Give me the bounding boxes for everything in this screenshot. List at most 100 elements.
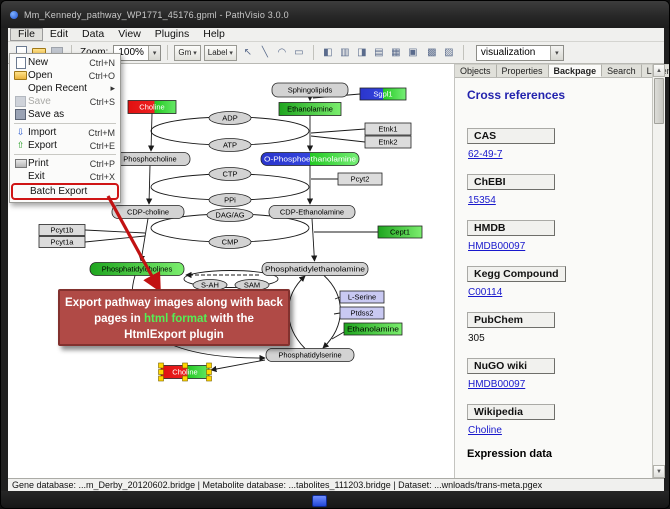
- import-icon: [13, 127, 28, 138]
- selection-handle[interactable]: [158, 362, 164, 369]
- node-sphingolipids[interactable]: [271, 82, 349, 98]
- node-phosphatidylethanolamine[interactable]: [261, 262, 369, 276]
- node-ptdss2[interactable]: [339, 306, 385, 320]
- arc-icon[interactable]: ◠: [277, 47, 287, 58]
- xref-link[interactable]: C00114: [468, 287, 503, 298]
- node-ppi[interactable]: [208, 193, 252, 207]
- side-tabs: ObjectsPropertiesBackpageSearchLegend: [455, 64, 669, 78]
- menu-view[interactable]: View: [118, 28, 141, 40]
- node-pcyt2[interactable]: [337, 172, 383, 186]
- align-right-icon[interactable]: ◨: [357, 47, 367, 58]
- file-menu-item-label: New: [28, 57, 49, 68]
- annotation-html-format: html format: [143, 313, 208, 325]
- selection-handle[interactable]: [182, 375, 188, 382]
- xref-link[interactable]: HMDB00097: [468, 379, 526, 390]
- tab-properties[interactable]: Properties: [496, 64, 549, 77]
- node-choline[interactable]: [127, 100, 177, 114]
- align-middle-icon[interactable]: ▦: [391, 47, 401, 58]
- node-label: ATP: [223, 141, 237, 150]
- node-pcyt1b[interactable]: [38, 224, 86, 236]
- menu-file[interactable]: File: [10, 28, 43, 41]
- side-scrollbar[interactable]: ▲ ▼: [652, 64, 665, 478]
- selection-handle[interactable]: [158, 369, 164, 375]
- xref-link[interactable]: Choline: [468, 425, 502, 436]
- taskbar-icon[interactable]: [312, 495, 327, 507]
- node-etnk2[interactable]: [364, 135, 412, 149]
- pointer-icon[interactable]: ↖: [243, 47, 253, 58]
- selection-handle[interactable]: [206, 369, 212, 375]
- menu-plugins[interactable]: Plugins: [154, 28, 190, 40]
- file-menu-item-open-recent[interactable]: Open Recent▸: [11, 82, 119, 95]
- node-label: L-Serine: [348, 293, 376, 302]
- zoom-label: Zoom:: [80, 47, 108, 58]
- send-to-back-icon[interactable]: ▨: [444, 47, 454, 58]
- node-cmp[interactable]: [208, 235, 252, 249]
- scroll-thumb[interactable]: [654, 78, 664, 124]
- selection-handle[interactable]: [158, 375, 164, 382]
- scroll-track[interactable]: [653, 77, 665, 465]
- shape-icon[interactable]: ▭: [294, 47, 304, 58]
- line-icon[interactable]: ╲: [261, 47, 268, 58]
- node-l-serine[interactable]: [339, 290, 385, 304]
- node-label: PPi: [224, 196, 236, 205]
- node-o-phosphoethanolamine[interactable]: [260, 152, 360, 166]
- file-menu-item-batch-export[interactable]: Batch Export: [11, 183, 119, 200]
- file-menu-item-save-as[interactable]: Save as: [11, 108, 119, 121]
- node-label: Ethanolamine: [287, 105, 333, 114]
- node-etnk1[interactable]: [364, 122, 412, 136]
- selection-handle[interactable]: [206, 375, 212, 382]
- node-ctp[interactable]: [208, 167, 252, 181]
- tab-backpage[interactable]: Backpage: [548, 64, 603, 77]
- node-ethanolamine[interactable]: [278, 102, 342, 116]
- xref-link[interactable]: 15354: [468, 195, 496, 206]
- node-phosphatidylserine[interactable]: [265, 348, 355, 362]
- window-title: Mm_Kennedy_pathway_WP1771_45176.gpml - P…: [24, 9, 289, 20]
- node-ethanolamine[interactable]: [343, 322, 403, 336]
- selection-handle[interactable]: [182, 362, 188, 369]
- node-cept1[interactable]: [377, 225, 423, 239]
- menu-data[interactable]: Data: [82, 28, 105, 40]
- scroll-up-button[interactable]: ▲: [653, 64, 665, 77]
- scroll-down-button[interactable]: ▼: [653, 465, 665, 478]
- align-center-icon[interactable]: ▥: [340, 47, 350, 58]
- align-left-icon[interactable]: ◧: [323, 47, 333, 58]
- zoom-combobox[interactable]: 100% ▾: [113, 44, 162, 61]
- selection-handle[interactable]: [206, 362, 212, 369]
- align-top-icon[interactable]: ▤: [374, 47, 384, 58]
- tab-objects[interactable]: Objects: [455, 64, 497, 77]
- xref-link[interactable]: HMDB00097: [468, 241, 526, 252]
- xref-link[interactable]: 62-49-7: [468, 149, 503, 160]
- bring-to-front-icon[interactable]: ▩: [427, 47, 437, 58]
- node-adp[interactable]: [208, 111, 252, 125]
- node-pcyt1a[interactable]: [38, 236, 86, 248]
- label-button[interactable]: Label ▾: [203, 44, 237, 61]
- dropdown-arrow-icon[interactable]: ▾: [147, 45, 161, 60]
- node-label: Sgpl1: [373, 90, 392, 99]
- tab-search[interactable]: Search: [602, 64, 642, 77]
- visualization-combobox[interactable]: visualization ▾: [475, 44, 564, 61]
- menu-help[interactable]: Help: [203, 28, 225, 40]
- node-label: Phosphatidylethanolamine: [265, 265, 365, 274]
- file-menu-item-label: Print: [28, 158, 49, 169]
- dropdown-arrow-icon[interactable]: ▾: [549, 45, 563, 60]
- node-sgpl1[interactable]: [359, 87, 407, 101]
- node-label: SAM: [244, 281, 260, 290]
- datanode-button[interactable]: Gm ▾: [174, 44, 201, 61]
- title-bar[interactable]: Mm_Kennedy_pathway_WP1771_45176.gpml - P…: [1, 1, 669, 28]
- menu-edit[interactable]: Edit: [49, 28, 69, 40]
- node-dag-ag[interactable]: [206, 208, 254, 222]
- align-bottom-icon[interactable]: ▣: [408, 47, 418, 58]
- node-label: Choline: [139, 103, 164, 112]
- node-atp[interactable]: [208, 138, 252, 152]
- node-cdp-ethanolamine[interactable]: [268, 205, 356, 219]
